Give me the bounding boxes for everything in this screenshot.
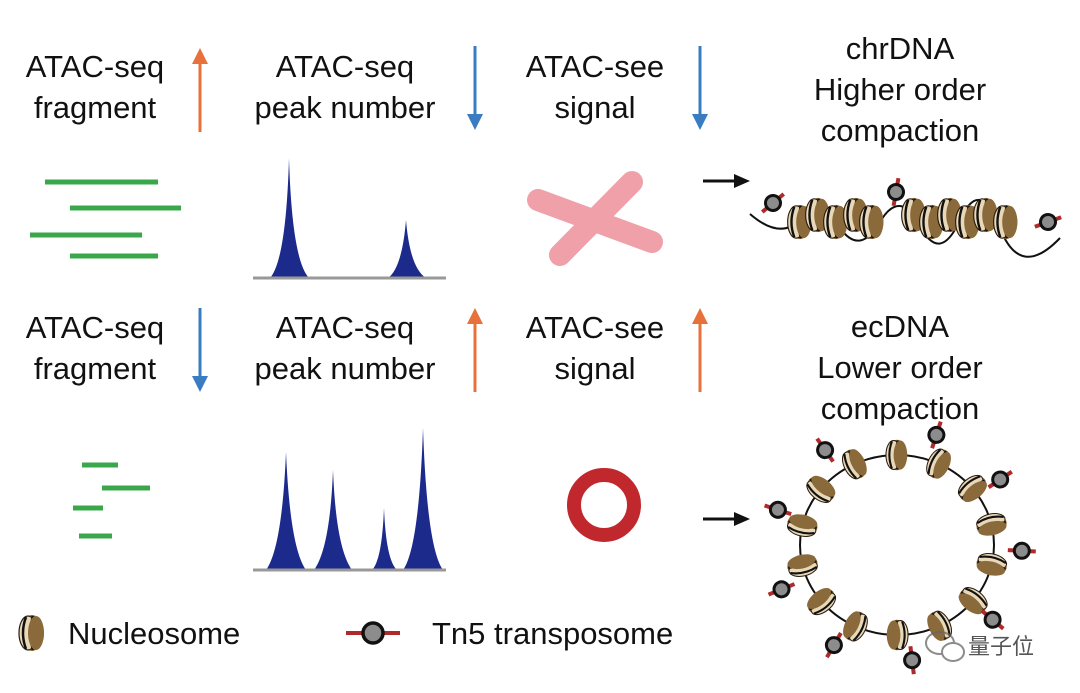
peaks-few: [253, 158, 446, 280]
row2-peak-label: ATAC-seq peak number: [235, 307, 455, 389]
up-arrow-icon: [692, 308, 708, 392]
tn5-transposome: [1030, 208, 1066, 236]
legend-nucleosome-icon: [17, 613, 46, 653]
label-line: signal: [554, 90, 636, 125]
peak: [314, 470, 352, 570]
right-arrow-icon: [703, 174, 750, 188]
row2-result-label: ecDNA Lower order compaction: [790, 306, 1010, 429]
nucleosome: [884, 438, 909, 472]
row1-result-label: chrDNA Higher order compaction: [790, 28, 1010, 151]
peak: [403, 428, 443, 570]
nucleosome: [858, 203, 885, 241]
legend-nucleosome-label: Nucleosome: [68, 616, 241, 651]
label-line: ATAC-seq: [25, 49, 165, 84]
chromosome: [527, 171, 663, 266]
tn5-transposome: [982, 463, 1019, 496]
nucleosome-ring: [783, 438, 1011, 652]
nucleosome: [992, 203, 1019, 241]
nucleosome: [837, 606, 873, 646]
up-arrow-icon: [467, 308, 483, 392]
nucleosome: [885, 618, 910, 652]
chrdna-fiber: [749, 174, 1066, 258]
peaks-many: [253, 428, 446, 572]
row1-peak-label: ATAC-seq peak number: [235, 46, 455, 128]
label-line: fragment: [33, 90, 157, 125]
label-line: compaction: [820, 391, 980, 426]
label-line: ATAC-see: [525, 49, 665, 84]
label-line: fragment: [33, 351, 157, 386]
wechat-icon: [925, 631, 965, 662]
label-line: chrDNA: [845, 31, 955, 66]
tn5-transposome: [900, 643, 924, 678]
tn5-transposome: [1007, 543, 1036, 559]
label-line: peak number: [254, 90, 436, 125]
fragments-long: [30, 179, 181, 259]
nucleosome: [973, 509, 1010, 540]
nucleosome: [921, 444, 957, 484]
tn5-transposome: [755, 186, 791, 220]
row1-signal-label: ATAC-see signal: [505, 46, 685, 128]
row2-fragment-label: ATAC-seq fragment: [10, 307, 180, 389]
ecdna-fiber: [760, 417, 1036, 678]
up-arrow-icon: [192, 48, 208, 132]
nucleosome: [837, 444, 872, 484]
right-arrow-icon: [703, 512, 750, 526]
ecdna-ring: [567, 468, 641, 542]
label-line: ATAC-see: [525, 310, 665, 345]
fragments-short: [73, 462, 150, 539]
legend-tn5-icon: [346, 621, 400, 645]
tn5-transposome: [760, 496, 796, 524]
down-arrow-icon: [192, 308, 208, 392]
row1-fragment-label: ATAC-seq fragment: [10, 46, 180, 128]
label-line: Higher order: [813, 72, 987, 107]
label-line: ATAC-seq: [25, 310, 165, 345]
label-line: ecDNA: [850, 309, 950, 344]
row1-arrows: [192, 46, 708, 132]
down-arrow-icon: [692, 46, 708, 130]
label-line: peak number: [254, 351, 436, 386]
peak: [372, 508, 397, 570]
nucleosome-cluster: [786, 196, 1019, 241]
down-arrow-icon: [467, 46, 483, 130]
peak: [266, 452, 306, 570]
legend-tn5-label: Tn5 transposome: [432, 616, 674, 651]
nucleosome: [973, 549, 1011, 580]
nucleosome: [784, 550, 821, 581]
tn5-transposome: [884, 174, 908, 210]
label-line: ATAC-seq: [275, 49, 415, 84]
watermark: 量子位: [968, 634, 1035, 659]
row2-signal-label: ATAC-see signal: [505, 307, 685, 389]
tn5-transposome: [808, 432, 842, 468]
peak: [270, 158, 309, 278]
row2-arrows: [192, 308, 708, 392]
label-line: Lower order: [817, 350, 983, 385]
label-line: compaction: [820, 113, 980, 148]
label-line: ATAC-seq: [275, 310, 415, 345]
label-line: signal: [554, 351, 636, 386]
tn5-transposome: [763, 575, 800, 604]
peak: [388, 220, 426, 278]
